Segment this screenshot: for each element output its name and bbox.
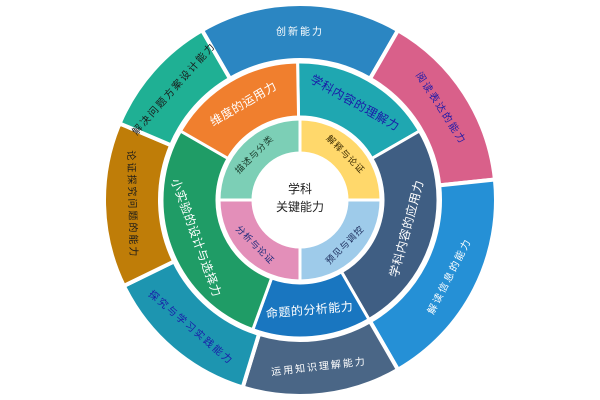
middle-segment-4 — [160, 128, 274, 332]
outer-segment-7 — [116, 27, 233, 148]
outer-segment-label-1: 创新能力 — [276, 25, 324, 38]
center-hub: 学科 关键能力 — [254, 154, 346, 246]
inner-segment-4 — [217, 117, 302, 202]
middle-segment-5 — [178, 60, 301, 161]
outer-segment-label-6: 论证探究问题的能力 — [125, 150, 141, 258]
middle-segment-2 — [339, 128, 440, 322]
center-title-line-1: 学科 — [288, 181, 312, 196]
center-circle — [254, 154, 346, 246]
center-title-line-2: 关键能力 — [276, 200, 324, 214]
